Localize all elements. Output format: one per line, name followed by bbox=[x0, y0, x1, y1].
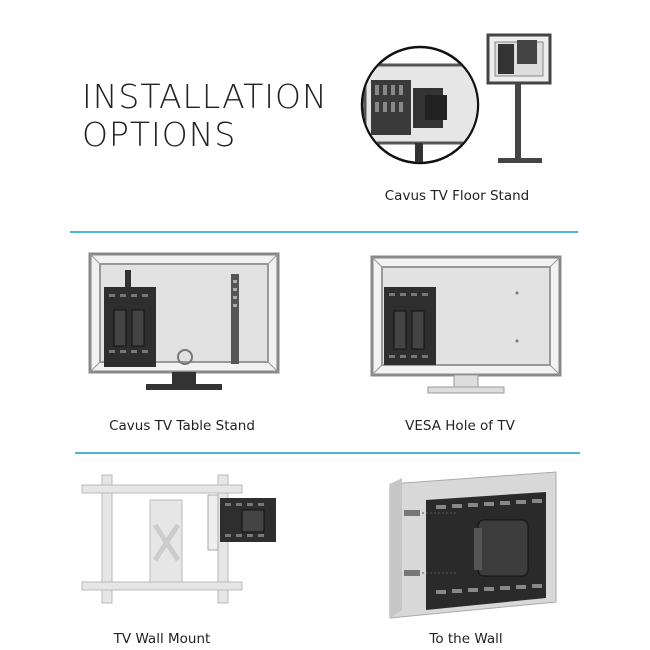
caption-vesa: VESA Hole of TV bbox=[405, 418, 515, 434]
divider-top bbox=[70, 231, 578, 233]
floor-stand-illustration bbox=[360, 33, 552, 165]
title-line-1: INSTALLATION bbox=[82, 77, 328, 116]
divider-bottom bbox=[75, 452, 580, 454]
caption-to-the-wall: To the Wall bbox=[429, 631, 503, 647]
wall-mount-illustration bbox=[81, 474, 276, 604]
to-the-wall-illustration bbox=[389, 471, 557, 619]
title-line-2: OPTIONS bbox=[82, 115, 237, 154]
page-title: INSTALLATION OPTIONS bbox=[82, 78, 328, 154]
caption-wall-mount: TV Wall Mount bbox=[113, 631, 211, 647]
caption-floor-stand: Cavus TV Floor Stand bbox=[384, 188, 530, 204]
caption-table-stand: Cavus TV Table Stand bbox=[109, 418, 255, 434]
table-stand-illustration bbox=[88, 252, 280, 390]
vesa-illustration bbox=[370, 255, 562, 394]
